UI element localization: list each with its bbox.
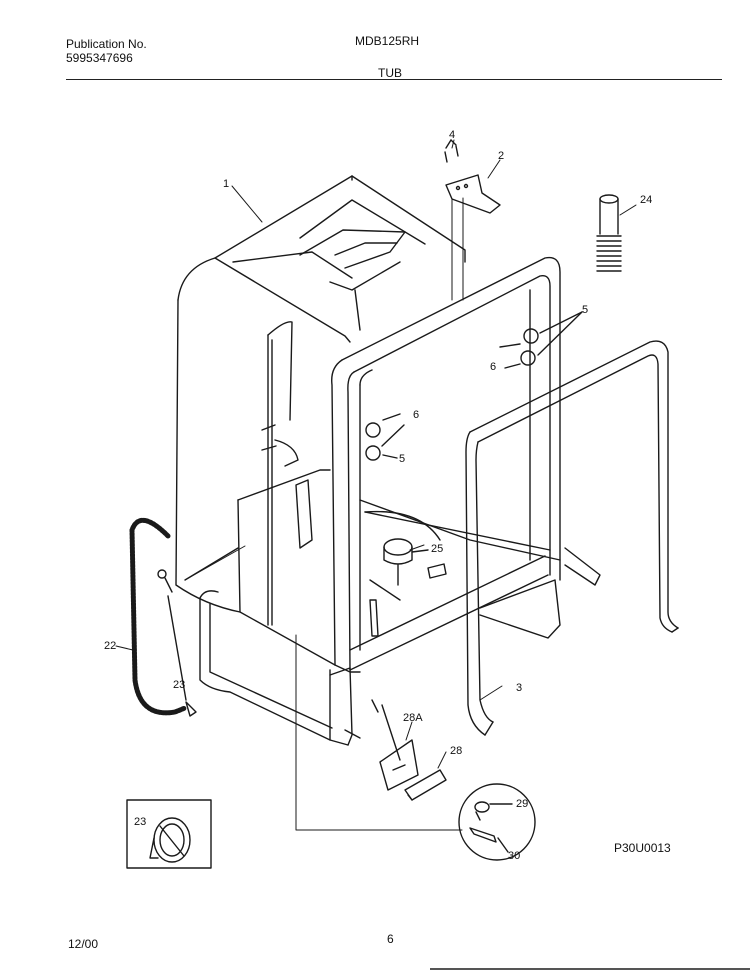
section-title: TUB xyxy=(378,66,402,80)
clamp-23-upper xyxy=(157,569,167,579)
callout-2: 2 xyxy=(498,150,505,162)
callout-4: 4 xyxy=(449,129,456,141)
page-number: 6 xyxy=(387,932,394,946)
callout-6-right: 6 xyxy=(490,361,497,373)
door-gasket xyxy=(465,340,679,736)
rollers-left xyxy=(365,413,405,461)
model-number: MDB125RH xyxy=(355,34,420,48)
callout-22: 22 xyxy=(104,640,117,652)
callout-23: 23 xyxy=(173,679,186,691)
callout-6-left: 6 xyxy=(413,409,420,421)
callout-28: 28 xyxy=(450,745,463,757)
callout-25: 25 xyxy=(431,543,444,555)
lower-rail-frame xyxy=(199,590,361,746)
drain-hose xyxy=(129,518,188,716)
callout-leaders xyxy=(115,139,637,769)
drawing-code: P30U0013 xyxy=(614,841,671,855)
footer-rule xyxy=(430,968,750,970)
callout-3: 3 xyxy=(516,682,523,694)
pump-assembly-25 xyxy=(369,538,447,637)
callout-30: 30 xyxy=(508,850,521,862)
clamp-23-detail xyxy=(149,817,191,863)
callout-1: 1 xyxy=(223,178,230,190)
inset-box xyxy=(126,799,212,869)
tub-body xyxy=(175,175,466,666)
callout-29: 29 xyxy=(516,798,529,810)
tub-floor xyxy=(359,499,561,561)
switch-bracket-28a xyxy=(371,699,419,791)
header-rule xyxy=(66,79,722,80)
bracket-2 xyxy=(445,174,501,301)
detail-circle xyxy=(458,783,536,861)
thermostat-29-30 xyxy=(469,801,513,853)
callout-5-right: 5 xyxy=(582,304,589,316)
publication-number: 5995347696 xyxy=(66,51,133,65)
callout-23-inset: 23 xyxy=(134,816,147,828)
footer-date: 12/00 xyxy=(68,937,99,951)
vent-fitting-24 xyxy=(596,194,622,272)
right-rail-bracket xyxy=(479,547,601,639)
publication-label: Publication No. xyxy=(66,37,147,51)
switch-28 xyxy=(404,769,447,801)
tub-front-frame xyxy=(331,256,561,673)
callout-28a: 28A xyxy=(403,712,423,724)
rollers-right xyxy=(499,311,583,369)
side-channel xyxy=(261,321,313,626)
callout-5-left: 5 xyxy=(399,453,406,465)
callout-24: 24 xyxy=(640,194,653,206)
screws-4 xyxy=(444,139,459,163)
